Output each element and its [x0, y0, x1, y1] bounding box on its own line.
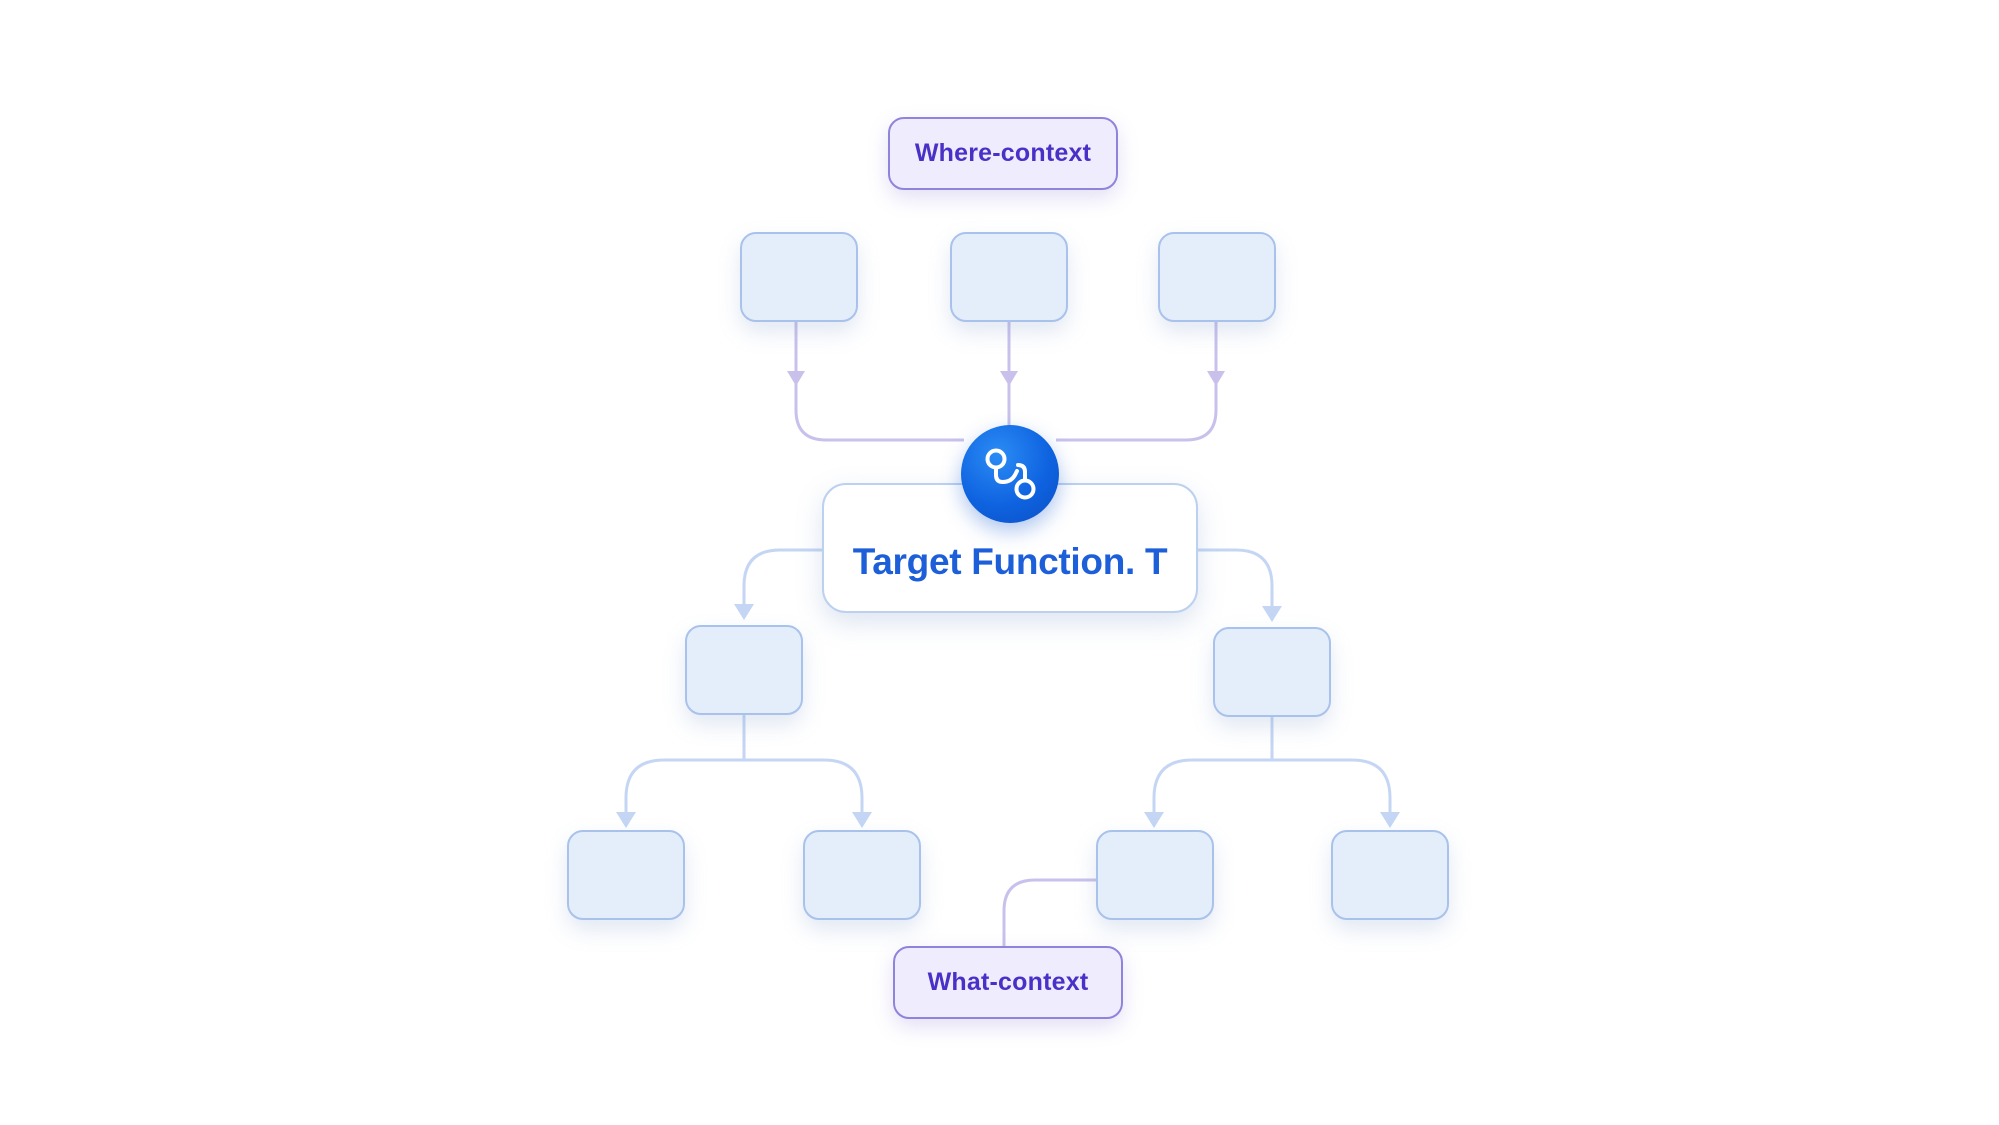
where-context-label: Where-context: [888, 117, 1118, 190]
arrowhead-top-left: [787, 371, 805, 386]
target-function-box: Target Function. T: [822, 483, 1198, 613]
target-function-title: Target Function. T: [852, 541, 1168, 582]
connector-top-right: [1056, 322, 1218, 442]
node-bottom-2: [803, 830, 921, 920]
git-branch-glyph: [985, 448, 1036, 500]
arrowhead-target-left: [734, 604, 754, 620]
arrowhead-right-a: [1144, 812, 1164, 828]
arrowhead-target-right: [1262, 606, 1282, 622]
node-bottom-4: [1331, 830, 1449, 920]
where-connectors: [787, 322, 1225, 442]
node-mid-right: [1213, 627, 1331, 717]
arrowhead-left-a: [616, 812, 636, 828]
tree-connectors: [616, 548, 1400, 828]
connector-top-left: [794, 322, 964, 442]
connector-what-context: [1002, 878, 1096, 948]
arrowhead-left-b: [852, 812, 872, 828]
connector-right-split: [1152, 717, 1392, 812]
connector-left-split: [624, 715, 864, 812]
git-branch-icon: [961, 425, 1059, 523]
node-bottom-3: [1096, 830, 1214, 920]
node-mid-left: [685, 625, 803, 715]
what-context-label: What-context: [893, 946, 1123, 1019]
node-top-center: [950, 232, 1068, 322]
arrowhead-top-right: [1207, 371, 1225, 386]
arrowhead-right-b: [1380, 812, 1400, 828]
arrowhead-top-center: [1000, 371, 1018, 386]
node-top-right: [1158, 232, 1276, 322]
connector-target-left: [742, 548, 822, 604]
node-bottom-1: [567, 830, 685, 920]
connector-target-right: [1198, 548, 1274, 606]
node-top-left: [740, 232, 858, 322]
